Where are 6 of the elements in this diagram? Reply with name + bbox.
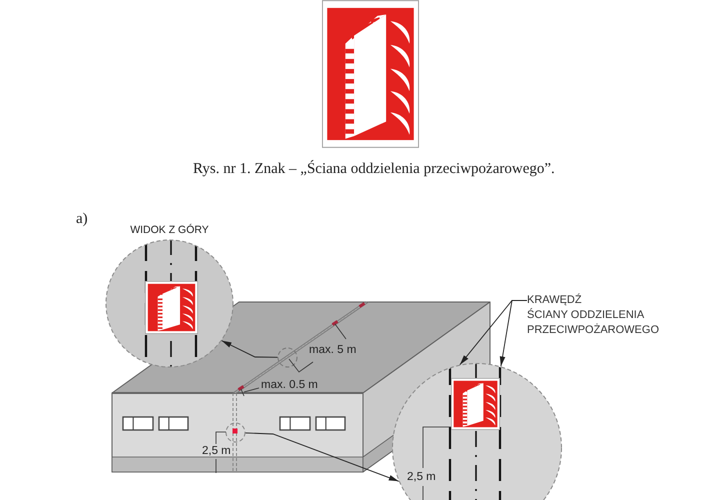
view-title: WIDOK Z GÓRY	[130, 224, 209, 237]
annotation-text: KRAWĘDŹ ŚCIANY ODDZIELENIA PRZECIWPOŻAROWEGO	[527, 293, 667, 338]
leader-line	[500, 300, 528, 367]
dimension-label: 2,5 m	[407, 471, 436, 484]
figure-caption: Rys. nr 1. Znak – „Ściana oddzielenia przeciwpożarowego”.	[193, 160, 555, 178]
subfigure-label: a)	[76, 210, 88, 228]
